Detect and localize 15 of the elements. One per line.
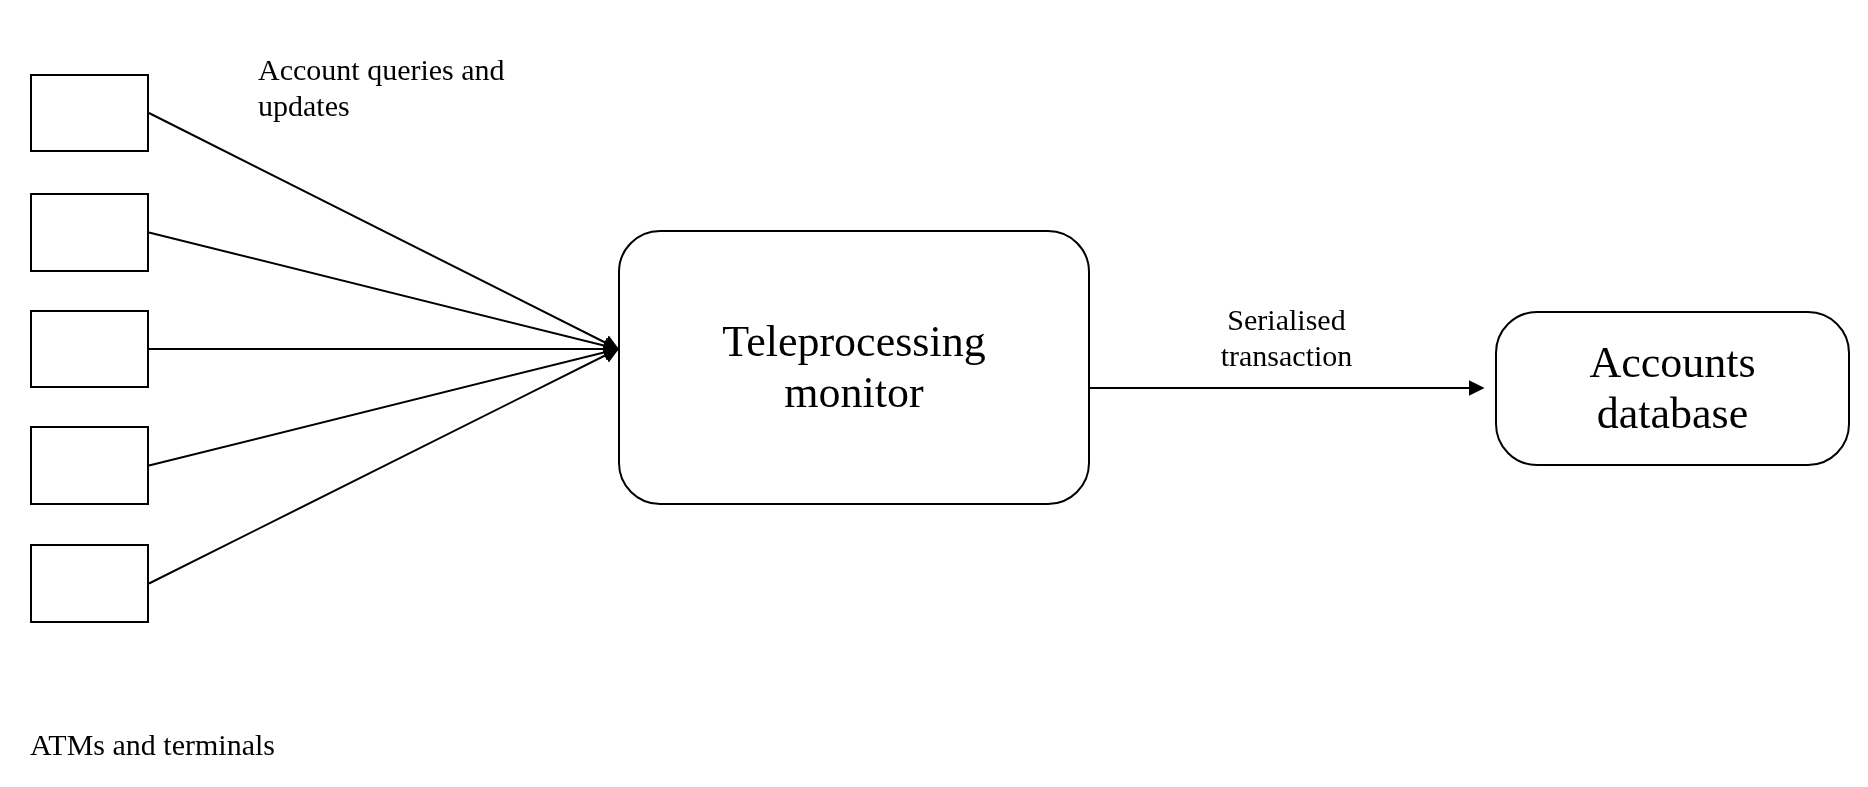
terminal-box: [30, 193, 149, 272]
terminal-box: [30, 310, 149, 388]
arrow: [1089, 380, 1485, 396]
process-box: [1495, 311, 1850, 466]
flow-note: Account queries and updates: [258, 52, 506, 124]
node-label: Teleprocessing monitor: [721, 316, 987, 419]
arrow: [148, 112, 620, 350]
terminal-box: [30, 544, 149, 623]
arrow: [148, 348, 620, 585]
node-label: Accounts database: [1588, 337, 1757, 440]
group-caption: ATMs and terminals: [30, 727, 276, 763]
edge-label: Serialised transaction: [1219, 302, 1354, 374]
terminal-box: [30, 426, 149, 505]
terminal-box: [30, 74, 149, 152]
process-box: [618, 230, 1090, 505]
